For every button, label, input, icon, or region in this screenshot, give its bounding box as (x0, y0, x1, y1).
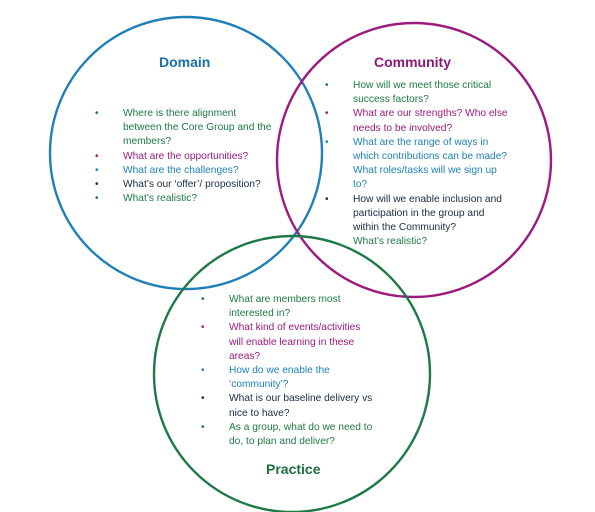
domain-list-item: • What’s our ‘offer’/ proposition? (95, 178, 273, 192)
domain-item-text: What’s realistic? (123, 193, 197, 205)
domain-list-item: • What’s realistic? (95, 192, 273, 206)
practice-item-text: As a group, what do we need to do, to pl… (229, 421, 373, 448)
community-item-text: How will we meet those critical success … (353, 80, 492, 106)
bullet-icon: • (201, 421, 205, 433)
bullet-icon: • (95, 108, 99, 119)
domain-item-text: What are the opportunities? (123, 150, 249, 162)
domain-list-item: • What are the opportunities? (95, 150, 273, 164)
domain-list: • Where is there alignment between the Co… (95, 107, 273, 206)
community-item-text: How will we enable inclusion and partici… (353, 193, 502, 234)
practice-title: Practice (266, 461, 321, 477)
domain-list-item: • What are the challenges? (95, 164, 273, 178)
bullet-icon: • (325, 136, 329, 148)
community-title: Community (374, 54, 451, 70)
community-item-text: What’s realistic? (353, 236, 427, 248)
bullet-icon: • (325, 80, 329, 91)
practice-list-item: • What is our baseline delivery vs nice t… (201, 392, 377, 420)
domain-item-text: What are the challenges? (123, 164, 239, 176)
community-list-item: • What are the range of ways in which con… (325, 136, 511, 193)
bullet-icon: • (95, 193, 99, 205)
community-circle (275, 21, 553, 299)
domain-list-item: • Where is there alignment between the Co… (95, 107, 273, 150)
practice-item-text: What are members most interested in? (229, 294, 341, 320)
domain-item-text: What’s our ‘offer’/ proposition? (123, 179, 261, 191)
bullet-icon: • (201, 322, 205, 334)
community-item-text: What are the range of ways in which cont… (353, 136, 508, 191)
practice-list-item: • How do we enable the ‘community’? (201, 364, 377, 392)
practice-list-item: • What kind of events/activities will ena… (201, 321, 377, 364)
community-list-item: • What are our strengths? Who else needs … (325, 107, 511, 135)
community-list-item: • What’s realistic? (325, 235, 511, 249)
community-item-text: What are our strengths? Who else needs t… (353, 108, 508, 134)
practice-item-text: What kind of events/activities will enab… (229, 322, 361, 362)
practice-circle (152, 234, 432, 512)
practice-item-text: What is our baseline delivery vs nice to… (229, 393, 373, 419)
domain-circle (48, 15, 324, 291)
community-list-item: • How will we meet those critical success… (325, 79, 511, 107)
practice-list: • What are members most interested in? • Wh… (201, 293, 377, 449)
bullet-icon: • (325, 236, 329, 248)
bullet-icon: • (201, 294, 205, 305)
bullet-icon: • (201, 393, 205, 405)
bullet-icon: • (325, 108, 329, 120)
community-list-item: • How will we enable inclusion and partic… (325, 193, 511, 236)
domain-title: Domain (159, 54, 211, 70)
practice-list-item: • What are members most interested in? (201, 293, 377, 321)
bullet-icon: • (95, 150, 99, 162)
bullet-icon: • (95, 164, 99, 176)
bullet-icon: • (201, 365, 205, 377)
bullet-icon: • (325, 193, 329, 205)
practice-item-text: How do we enable the ‘community’? (229, 365, 330, 391)
domain-item-text: Where is there alignment between the Cor… (123, 108, 272, 148)
community-list: • How will we meet those critical success… (325, 79, 511, 249)
bullet-icon: • (95, 179, 99, 191)
practice-list-item: • As a group, what do we need to do, to p… (201, 421, 377, 449)
